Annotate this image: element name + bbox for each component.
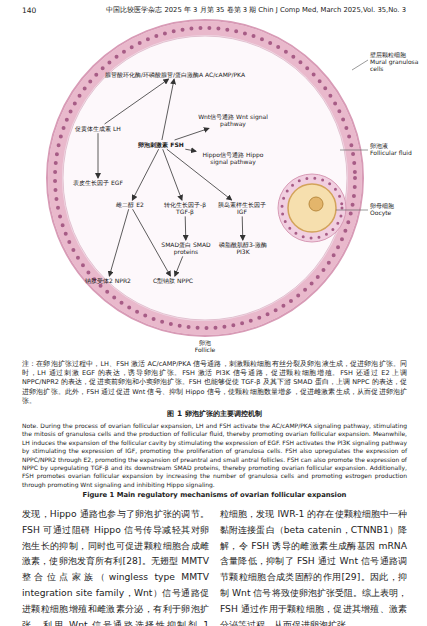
pathway-node: 腺苷酸环化酶/环磷酸腺苷/蛋白激酶A AC/cAMP/PKA [95, 70, 255, 79]
leader-line [340, 150, 368, 151]
pathway-node: 胰岛素样生长因子 IGF [214, 200, 270, 216]
pathway-node: 表皮生长因子 EGF [70, 178, 126, 187]
arrow-connector [163, 149, 182, 200]
pathway-node: 磷脂酰肌醇3-激酶 PI3K [214, 240, 272, 256]
pathway-node: C型钠肽 NPPC [148, 276, 198, 285]
arrow-connector [185, 216, 187, 240]
arrow-connector [167, 149, 232, 200]
node-text: 卵泡刺激素 FSH [133, 141, 189, 148]
node-text: 表皮生长因子 EGF [71, 179, 125, 186]
pathway-node: 雌二醇 E2 [108, 200, 152, 209]
pathway-node: Hippo信号通路 Hippo signal pathway [196, 150, 270, 166]
part-label: Follicular fluid [370, 150, 426, 157]
arrow-connector [242, 216, 244, 240]
figure-caption: 图 1 卵泡扩张的主要调控机制 [22, 409, 407, 419]
body-text: 发现，Hippo 通路也参与了卵泡扩张的调节。FSH 可通过阻碍 Hippo 信… [22, 506, 209, 626]
node-text: C型钠肽 NPPC [149, 277, 197, 284]
leader-line [336, 210, 368, 211]
cumulus-cells [278, 174, 346, 242]
oocyte-cell [288, 184, 336, 232]
arrow-connector [109, 209, 128, 276]
part-label: 壁层颗粒细胞 [370, 52, 426, 59]
granulosa-ring [55, 28, 355, 328]
node-text: Hippo信号通路 Hippo signal pathway [197, 151, 269, 165]
arrow-connector [105, 79, 169, 124]
granulosa-nuclei [55, 28, 355, 328]
figure-note: Note. During the process of ovarian foll… [22, 422, 407, 489]
pathway-node: 钠肽受体2 NPR2 [84, 276, 132, 285]
follicle-outline [47, 20, 363, 336]
leader-line [352, 60, 368, 70]
node-text: 胰岛素样生长因子 IGF [215, 201, 269, 215]
node-text: 磷脂酰肌醇3-激酶 PI3K [215, 241, 271, 255]
node-text: 转化生长因子-β TGF-β [161, 201, 209, 215]
figure-title: Figure 1 Main regulatory mechanisms of o… [22, 491, 407, 500]
node-text: Wnt信号通路 Wnt signal pathway [197, 113, 269, 127]
node-text: 钠肽受体2 NPR2 [85, 277, 131, 284]
arrow-connector [175, 128, 209, 140]
pathway-node: SMAD蛋白 SMAD proteins [158, 240, 214, 256]
part-label: 卵泡 [180, 340, 230, 347]
part-label: Mural granulosa cells [370, 59, 426, 73]
arrow-connector [98, 133, 99, 178]
node-text: 促黄体生成素 LH [71, 125, 125, 132]
pathway-node: 卵泡刺激素 FSH [132, 140, 190, 149]
body-text: 粒细胞，发现 IWR-1 的存在使颗粒细胞中一种黏附连接蛋白（beta cate… [220, 506, 407, 626]
pathway-node: 转化生长因子-β TGF-β [160, 200, 210, 216]
part-label: Follicle [170, 347, 240, 354]
arrow-connector [133, 209, 171, 276]
arrow-connector [185, 149, 196, 151]
figure-note: 注：在卵泡扩张过程中，LH、FSH 激活 AC/cAMP/PKA 信号通路，刺激… [22, 360, 407, 406]
follicular-fluid [63, 36, 347, 320]
part-label: Oocyte [370, 210, 426, 217]
pathway-node: Wnt信号通路 Wnt signal pathway [196, 112, 270, 128]
part-label: 卵母细胞 [370, 203, 426, 210]
arrow-connector [132, 149, 158, 200]
oocyte-nucleus [309, 197, 323, 211]
running-header: 中国比较医学杂志 2025 年 3 月第 35 卷第 3 期 Chin J Co… [70, 6, 406, 14]
node-text: 腺苷酸环化酶/环磷酸腺苷/蛋白激酶A AC/cAMP/PKA [96, 71, 254, 78]
pathway-node: 促黄体生成素 LH [70, 124, 126, 133]
part-label: 卵泡液 [370, 143, 426, 150]
page-number: 140 [22, 6, 62, 15]
arrow-connector [175, 256, 183, 276]
node-text: 雌二醇 E2 [109, 201, 151, 208]
arrow-connector [162, 79, 174, 140]
node-text: SMAD蛋白 SMAD proteins [159, 241, 213, 255]
cumulus-nuclei [282, 178, 342, 238]
